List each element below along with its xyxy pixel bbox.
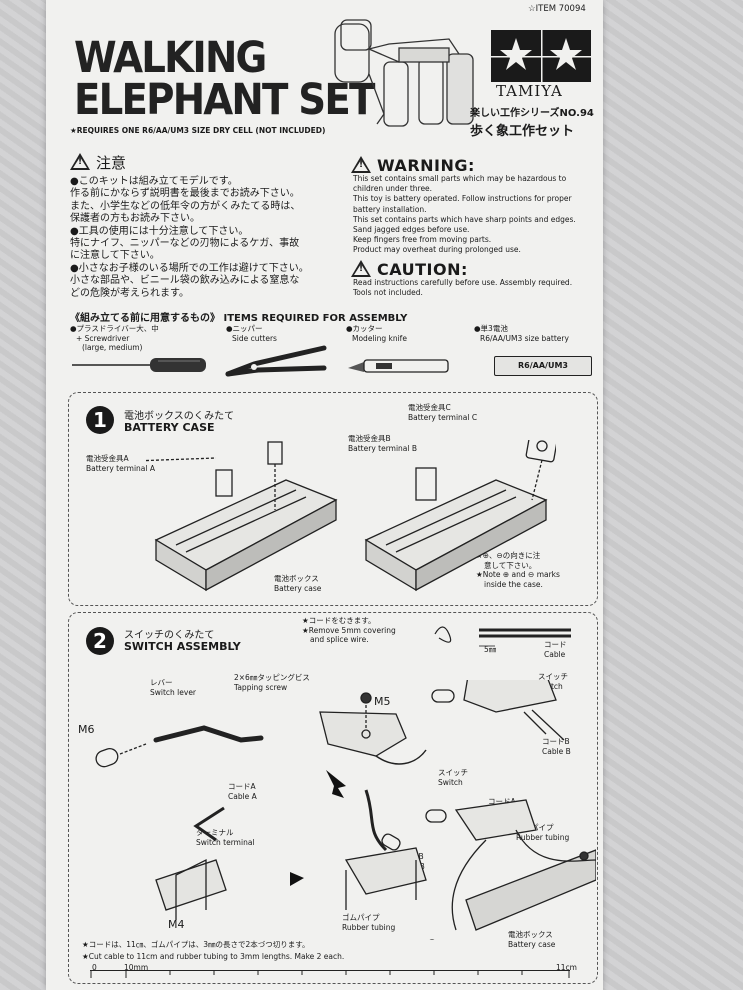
ruler-mid: 10mm: [124, 963, 149, 972]
caution-text: Read instructions carefully before use. …: [353, 278, 573, 298]
ruler-end: 11cm: [556, 963, 577, 972]
tool-modeling-knife: ●カッター Modeling knife: [346, 324, 407, 343]
title-line1: WALKING: [74, 33, 267, 83]
instruction-sheet: ☆ITEM 70094 WALKING ELEPHANT SET ★REQUIR…: [46, 0, 603, 990]
warning-text: This set contains small parts which may …: [353, 174, 576, 255]
warning-triangle-icon: [351, 260, 371, 277]
battery-case-diagram-right: [364, 440, 556, 592]
cable-strip-icon: [434, 626, 571, 647]
ruler-start: 0: [92, 963, 97, 972]
product-sketch: [334, 19, 474, 127]
battery-case-diagram-left: [146, 441, 338, 592]
tool-screwdriver: ●プラスドライバー大、中 + Screwdriver (large, mediu…: [70, 324, 159, 352]
modeling-knife-icon: [348, 359, 449, 373]
side-cutters-icon: [225, 345, 327, 377]
cut-note-en: ★Cut cable to 11cm and rubber tubing to …: [82, 952, 345, 961]
notice-heading: 注意: [70, 152, 126, 173]
part-m6: M6: [78, 723, 95, 736]
items-required-heading: 《組み立てる前に用意するもの》 ITEMS REQUIRED FOR ASSEM…: [70, 313, 408, 324]
item-number: ☆ITEM 70094: [528, 4, 586, 14]
tool-side-cutters: ●ニッパー Side cutters: [226, 324, 277, 343]
brand-name: TAMIYA: [496, 82, 563, 100]
tamiya-logo: [491, 30, 591, 82]
requires-battery-note: ★REQUIRES ONE R6/AA/UM3 SIZE DRY CELL (N…: [70, 126, 326, 135]
warning-triangle-icon: [351, 156, 371, 173]
caution-heading: CAUTION:: [351, 260, 468, 279]
step1-title-jp: 電池ボックスのくみたて: [124, 411, 235, 422]
tool-battery: ●単3電池 R6/AA/UM3 size battery: [474, 324, 569, 343]
step1-number: 1: [86, 406, 114, 434]
screwdriver-icon: [72, 358, 206, 372]
notice-text: ●このキットは組み立てモデルです。作る前にかならず説明書を最後までお読み下さい。…: [70, 176, 309, 299]
ruler: [90, 970, 570, 971]
step2-number: 2: [86, 627, 114, 655]
strip-length-label: 5㎜: [484, 645, 497, 654]
ruler-ticks: [90, 970, 570, 978]
step1-panel: [68, 392, 598, 606]
step1-title-en: BATTERY CASE: [124, 421, 215, 434]
battery-icon: R6/AA/UM3: [494, 356, 592, 376]
cut-note-jp: ★コードは、11㎝、ゴムパイプは、3㎜の長さで2本づつ切ります。: [82, 940, 310, 949]
switch-assembly-diagram: [95, 680, 596, 940]
name-jp: 歩く象工作セット: [470, 124, 575, 139]
warning-triangle-icon: [70, 153, 90, 170]
step2-title-jp: スイッチのくみたて: [124, 630, 215, 641]
step2-panel: [68, 612, 598, 984]
part-m4: M4: [168, 918, 185, 931]
title-line2: ELEPHANT SET: [74, 75, 375, 125]
series-jp: 楽しい工作シリーズNO.94: [470, 108, 594, 119]
warning-heading: WARNING:: [351, 156, 475, 175]
step2-title-en: SWITCH ASSEMBLY: [124, 640, 241, 653]
part-m5: M5: [374, 695, 391, 708]
